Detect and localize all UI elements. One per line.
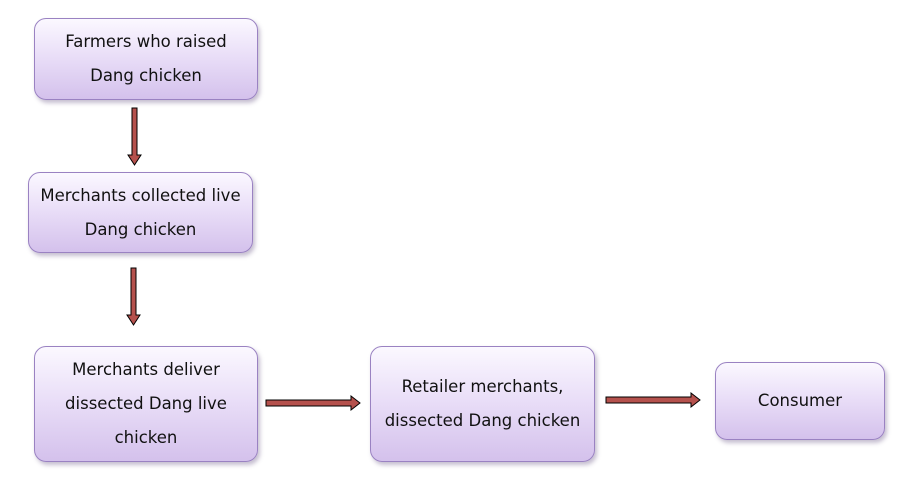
node-farmers-label: Farmers who raised Dang chicken bbox=[65, 32, 227, 85]
node-deliverers: Merchants deliver dissected Dang live ch… bbox=[34, 346, 258, 462]
arrow-farmers-to-collectors bbox=[127, 107, 142, 166]
node-farmers: Farmers who raised Dang chicken bbox=[34, 18, 258, 100]
node-consumer-label: Consumer bbox=[757, 391, 843, 410]
node-collectors: Merchants collected live Dang chicken bbox=[28, 172, 253, 253]
node-collectors-label: Merchants collected live Dang chicken bbox=[40, 185, 241, 239]
arrow-deliverers-to-retailers bbox=[265, 394, 361, 412]
arrow-retailers-to-consumer bbox=[605, 391, 701, 409]
node-retailers: Retailer merchants, dissected Dang chick… bbox=[370, 346, 595, 462]
node-deliverers-label: Merchants deliver dissected Dang live ch… bbox=[65, 360, 227, 447]
arrow-collectors-to-deliverers bbox=[126, 267, 141, 326]
node-consumer: Consumer bbox=[715, 362, 885, 440]
node-retailers-label: Retailer merchants, dissected Dang chick… bbox=[384, 377, 581, 430]
